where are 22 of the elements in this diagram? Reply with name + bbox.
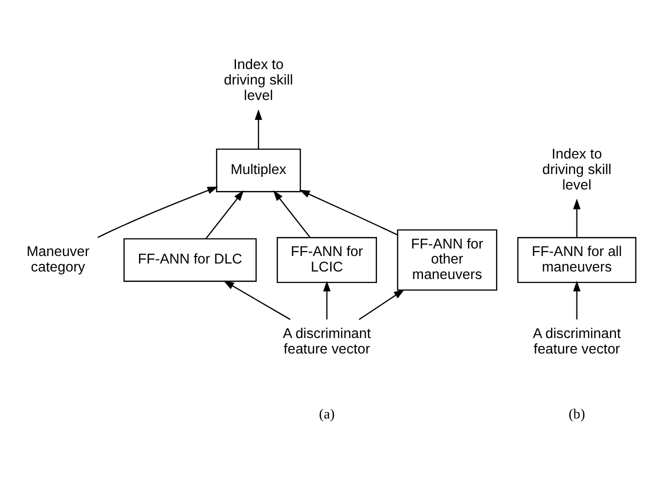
node-text: A discriminant feature vector [532, 324, 621, 356]
arrow [205, 190, 244, 239]
node-text: Index to driving skill level [542, 146, 612, 192]
node-box: FF-ANN for LCIC [276, 237, 377, 283]
arrow [323, 280, 331, 320]
node-text: Maneuver category [26, 243, 90, 274]
node-box: Multiplex [216, 148, 301, 192]
label: (a) [319, 406, 335, 423]
node-text: A discriminant feature vector [282, 324, 371, 356]
label: (b) [568, 406, 586, 423]
arrow [254, 109, 262, 149]
node-box: FF-ANN for DLC [123, 238, 257, 282]
node-text: Index to driving skill level [224, 56, 294, 103]
arrow [358, 289, 405, 320]
arrow [223, 280, 290, 320]
arrow [573, 280, 581, 320]
node-box: FF-ANN for other maneuvers [397, 229, 498, 291]
arrow [97, 186, 218, 238]
node-box: FF-ANN for all maneuvers [517, 237, 636, 283]
arrow [299, 190, 398, 236]
arrow [273, 190, 310, 238]
arrow [573, 198, 581, 238]
